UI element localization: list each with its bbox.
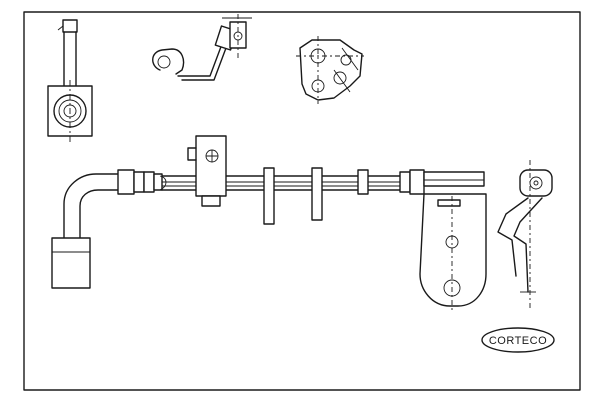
mounting-plate-view xyxy=(296,36,364,104)
bracket-side-view xyxy=(152,14,252,81)
brake-hose-main-assembly xyxy=(51,135,553,310)
end-fitting-top-view xyxy=(47,19,93,145)
drawing-frame xyxy=(23,11,581,391)
corteco-logo: CORTECO xyxy=(481,327,555,353)
corteco-logo-text: CORTECO xyxy=(489,335,547,347)
